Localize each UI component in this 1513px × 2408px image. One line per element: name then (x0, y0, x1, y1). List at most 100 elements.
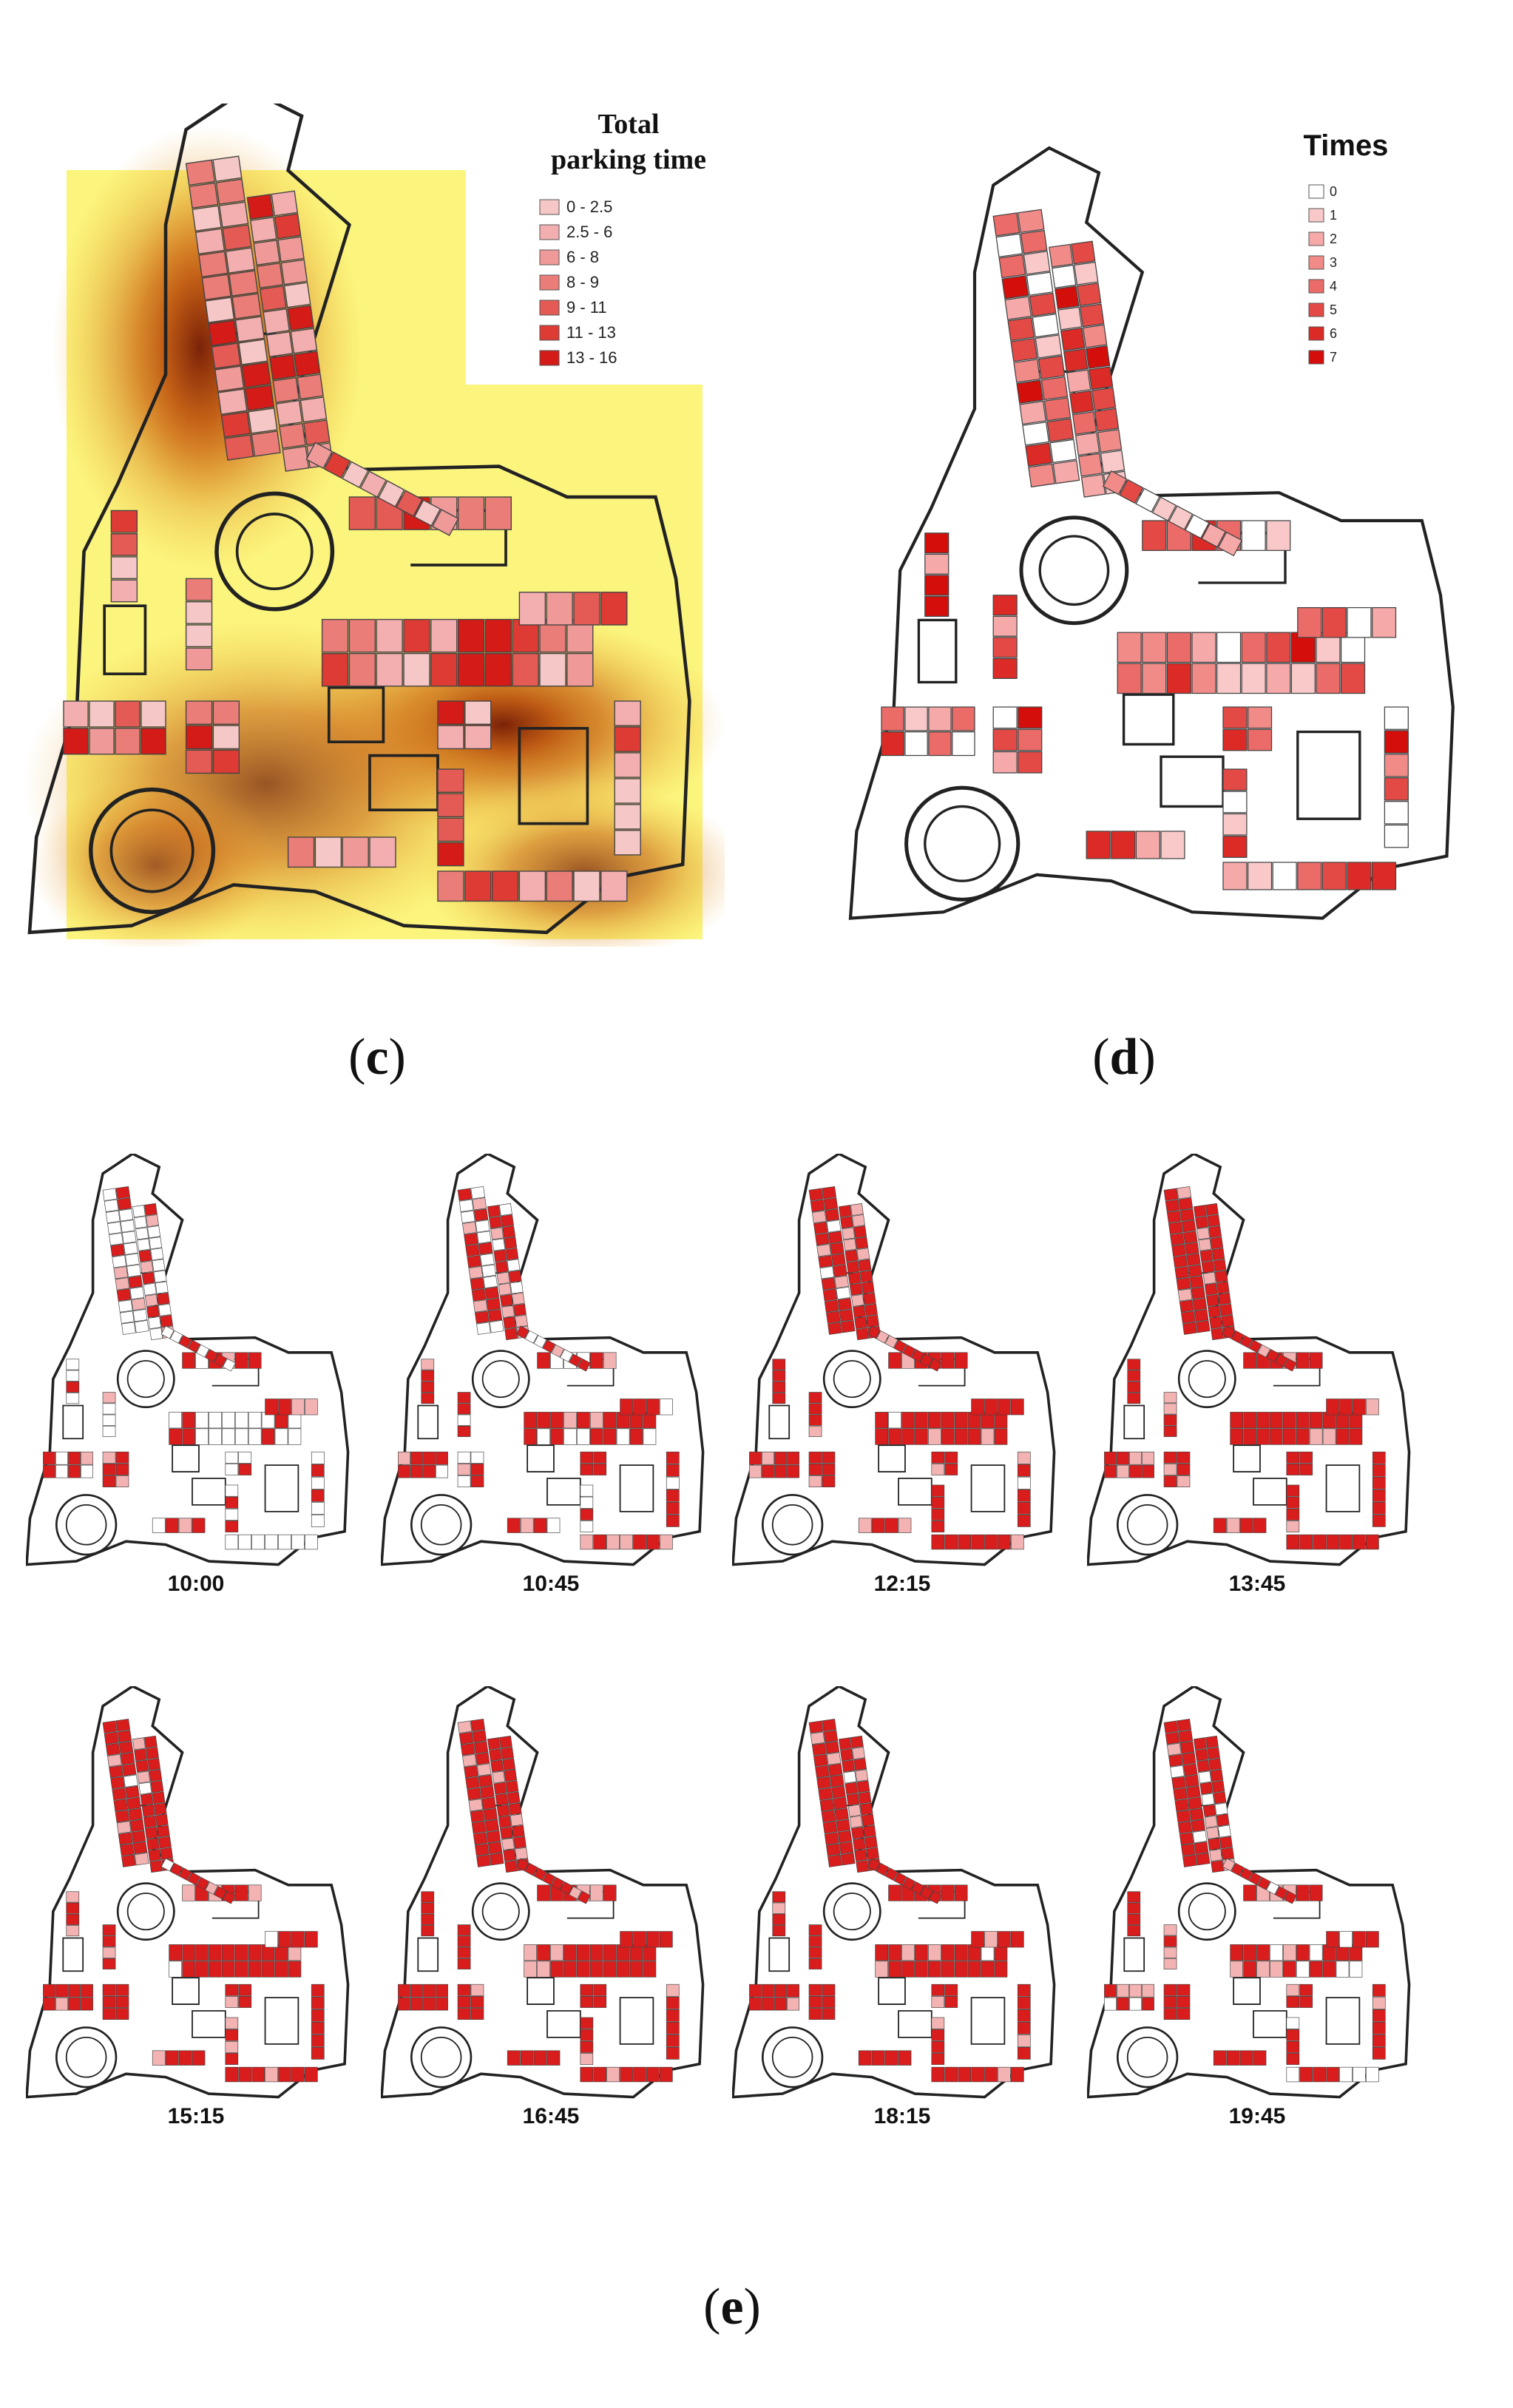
parking-spot (299, 396, 328, 423)
parking-spot (102, 1392, 116, 1404)
parking-spot (472, 1730, 487, 1743)
parking-spot (666, 1514, 680, 1527)
parking-spot (822, 1475, 836, 1488)
parking-spot (1222, 836, 1248, 858)
parking-spot (464, 1765, 478, 1779)
parking-spot (815, 1232, 830, 1246)
parking-spot (1221, 1847, 1234, 1860)
parking-spot (1253, 2050, 1267, 2066)
parking-spot (182, 1961, 195, 1978)
parking-spot (146, 1305, 160, 1319)
parking-spot (125, 1785, 140, 1799)
parking-spot (821, 1810, 836, 1823)
parking-spot (550, 1412, 563, 1429)
parking-spot (501, 1305, 515, 1319)
floor-plan-c (30, 104, 689, 933)
parking-spot (132, 1205, 146, 1218)
parking-spot (884, 1867, 898, 1881)
parking-spot (551, 1876, 565, 1890)
parking-spot (234, 316, 265, 342)
parking-spot (1117, 632, 1142, 663)
parking-spot (620, 1931, 633, 1948)
parking-spot (847, 1804, 862, 1817)
parking-spot (478, 1774, 493, 1788)
parking-spot (855, 1237, 869, 1250)
parking-spot (842, 1759, 856, 1773)
parking-spot (898, 2050, 912, 2066)
parking-spot (858, 1518, 872, 1533)
parking-spot (762, 1451, 774, 1465)
parking-spot (1384, 754, 1409, 777)
parking-spot (941, 1352, 955, 1369)
parking-spot (589, 1944, 603, 1961)
parking-spot (927, 1412, 941, 1429)
parking-spot (971, 1399, 984, 1416)
parking-spot (646, 1931, 660, 1948)
parking-spot (580, 2053, 594, 2065)
parking-spot (251, 430, 281, 457)
parking-spot (152, 1518, 166, 1533)
parking-spot (496, 1271, 510, 1285)
parking-spot (1017, 1464, 1031, 1477)
parking-spot (120, 1220, 135, 1233)
parking-spot (149, 1769, 163, 1782)
parking-spot (457, 1414, 471, 1426)
parking-spot (1201, 1793, 1215, 1806)
parking-spot (238, 1983, 252, 1996)
parking-spot (580, 1521, 594, 1532)
parking-spot (112, 1255, 126, 1268)
parking-spot (470, 1719, 486, 1732)
parking-spot (483, 1807, 498, 1822)
parking-spot (131, 1297, 146, 1311)
parking-spot (489, 1748, 502, 1762)
parking-spot (824, 1299, 839, 1313)
parking-spot (490, 1227, 504, 1240)
parking-spot (1299, 1463, 1313, 1475)
parking-spot (457, 1403, 471, 1415)
parking-spot (1282, 1412, 1296, 1429)
parking-spot (231, 293, 262, 319)
parking-spot (902, 1344, 916, 1358)
parking-spot (774, 1997, 787, 2011)
parking-spot (884, 2050, 898, 2066)
parking-spot (253, 240, 280, 266)
caption-d: (d) (1092, 1029, 1156, 1086)
parking-spot (66, 1891, 80, 1903)
parking-spot (888, 1961, 901, 1978)
parking-spot (265, 1534, 278, 1550)
parking-spot (138, 1782, 152, 1795)
parking-spot (666, 1996, 680, 2009)
parking-spot (225, 2017, 239, 2029)
parking-spot (952, 706, 975, 731)
parking-spot (437, 870, 464, 902)
parking-spot (410, 1464, 423, 1478)
parking-spot (194, 228, 226, 255)
parking-spot (888, 1352, 901, 1369)
parking-spot (1213, 1518, 1227, 1533)
parking-spot (283, 282, 311, 308)
parking-spot (1270, 1961, 1283, 1978)
parking-spot (110, 532, 138, 556)
parking-spot (1217, 531, 1243, 557)
parking-spot (66, 1370, 80, 1381)
parking-spot (1017, 2046, 1031, 2060)
parking-spot (1270, 1428, 1283, 1445)
parking-spot (928, 731, 952, 757)
parking-spot (808, 1935, 822, 1947)
parking-spot (1339, 2066, 1353, 2083)
parking-spot (826, 1752, 842, 1765)
parking-spot (1186, 1785, 1201, 1799)
parking-spot (160, 1325, 175, 1339)
parking-spot (813, 1753, 828, 1768)
parking-spot (1247, 706, 1273, 729)
parking-spot (311, 1983, 325, 1997)
parking-spot (840, 1320, 856, 1333)
parking-spot (117, 1197, 132, 1211)
parking-spot (1195, 1748, 1208, 1762)
parking-spot (1321, 606, 1347, 638)
legend-title-c-line1: Total (598, 109, 659, 140)
parking-spot (152, 1791, 166, 1805)
parking-spot (505, 1248, 519, 1261)
parking-spots-snapshot (43, 1719, 325, 2083)
parking-spot (606, 2066, 620, 2083)
